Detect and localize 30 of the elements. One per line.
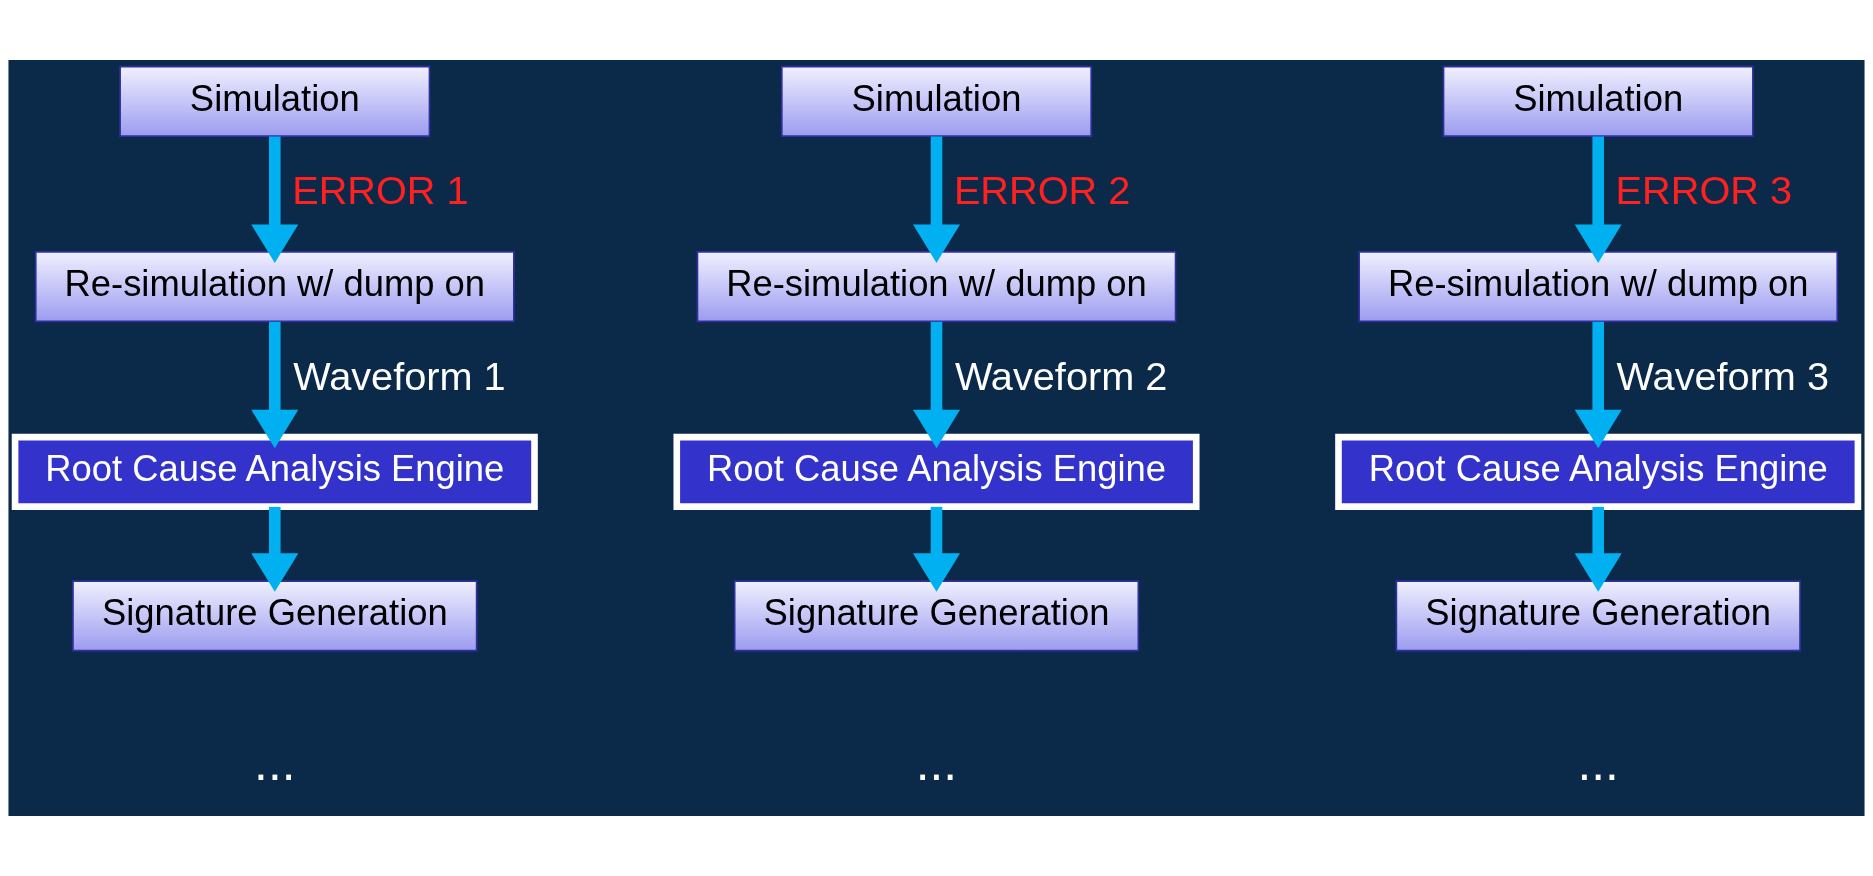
node-box: Re-simulation w/ dump on bbox=[34, 251, 515, 323]
arrow bbox=[913, 136, 960, 263]
arrow bbox=[913, 321, 960, 449]
edge-label: Waveform 1 bbox=[293, 353, 506, 398]
node-box: Signature Generation bbox=[72, 580, 478, 652]
arrow bbox=[251, 321, 299, 449]
node-box: Root Cause Analysis Engine bbox=[1335, 433, 1862, 510]
arrow bbox=[1574, 506, 1622, 592]
arrow bbox=[913, 506, 960, 592]
edge-label: Waveform 2 bbox=[954, 353, 1168, 398]
label: ... bbox=[254, 734, 296, 791]
arrow bbox=[1574, 136, 1622, 263]
arrow bbox=[1574, 321, 1622, 449]
label: ... bbox=[1577, 734, 1619, 791]
node-box: Root Cause Analysis Engine bbox=[11, 433, 538, 510]
arrow bbox=[251, 136, 299, 263]
node-box: Simulation bbox=[119, 65, 431, 137]
node-box: Simulation bbox=[781, 65, 1092, 137]
edge-label: ERROR 2 bbox=[953, 168, 1131, 213]
edge-label: Waveform 3 bbox=[1616, 353, 1830, 398]
node-box: Root Cause Analysis Engine bbox=[673, 433, 1200, 510]
arrow bbox=[251, 506, 299, 592]
label: ... bbox=[915, 734, 958, 791]
node-box: Re-simulation w/ dump on bbox=[1358, 251, 1839, 323]
edge-label: ERROR 1 bbox=[292, 168, 469, 213]
node-box: Re-simulation w/ dump on bbox=[696, 251, 1177, 323]
node-box: Signature Generation bbox=[733, 580, 1140, 652]
node-box: Simulation bbox=[1442, 65, 1754, 137]
node-box: Signature Generation bbox=[1395, 580, 1801, 652]
edge-label: ERROR 3 bbox=[1615, 168, 1793, 213]
